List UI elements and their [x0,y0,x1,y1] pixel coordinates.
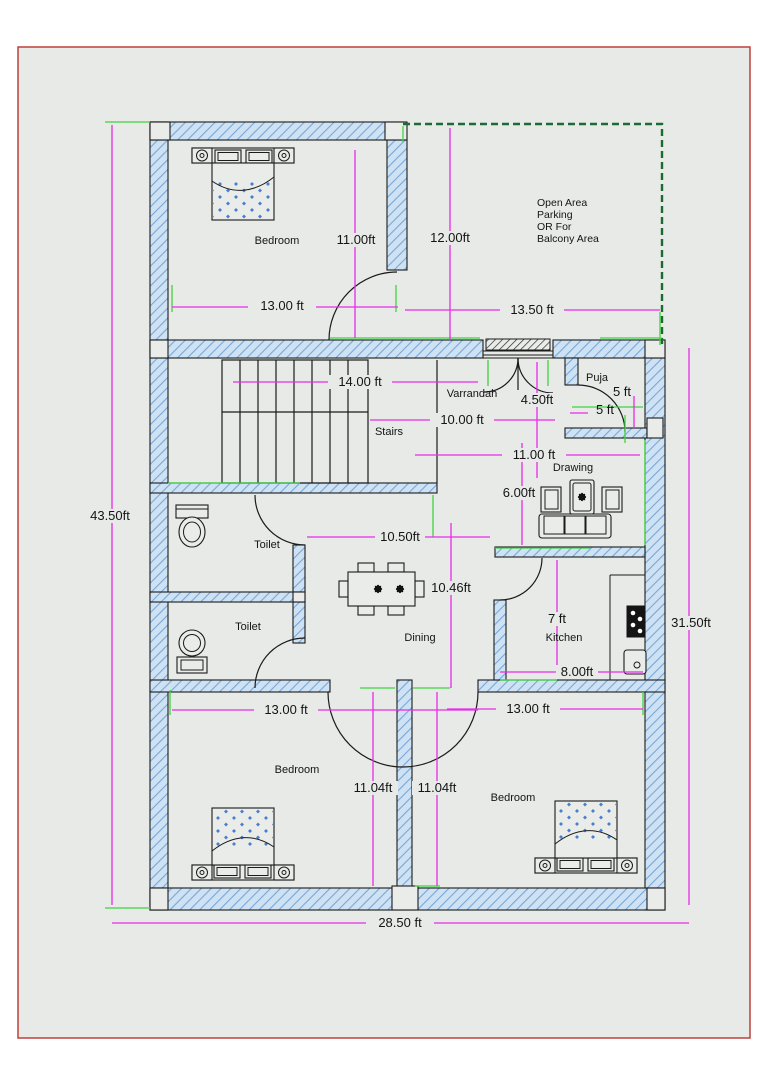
label-toilet-lower: Toilet [235,621,261,633]
sofa-set [538,479,623,539]
label-open-area-1: Open Area [537,197,587,209]
dim-kitchen-width: 8.00ft [561,664,594,679]
door-arc-bedroom-top [328,271,398,341]
stairs [221,359,438,484]
door-arc-kitchen [499,557,543,601]
open-area-boundary [403,122,664,344]
label-bedroom-bottom-right: Bedroom [491,792,536,804]
dim-overall-left: 43.50ft [90,508,130,523]
main-entrance [483,338,554,394]
dim-varrandah-width: 10.00 ft [440,412,484,427]
label-toilet-upper: Toilet [254,539,280,551]
stove-icon [626,605,646,638]
label-puja: Puja [586,372,609,384]
walls [149,121,666,911]
label-varrandah: Varrandah [447,388,498,400]
toilet-fixture-lower [176,629,208,674]
label-open-area-2: Parking [537,209,573,221]
dim-open-area-height: 12.00ft [430,230,470,245]
dim-bedroom-bl-width: 13.00 ft [264,702,308,717]
dim-kitchen-height: 7 ft [548,611,566,626]
dim-bedroom-top-width: 13.00 ft [260,298,304,313]
dim-bedroom-br-height: 11.04ft [418,780,457,795]
dim-open-area-width: 13.50 ft [510,302,554,317]
sink-icon [623,649,647,675]
dim-puja-side: 5 ft [613,384,631,399]
dim-puja-inner: 5 ft [596,402,614,417]
dim-overall-bottom: 28.50 ft [378,915,422,930]
wall-columns [149,121,666,911]
dim-varrandah-height: 4.50ft [521,392,554,407]
label-stairs: Stairs [375,426,404,438]
dim-drawing-width: 11.00 ft [513,447,556,462]
kitchen-counter [609,574,645,680]
label-kitchen: Kitchen [546,632,583,644]
label-open-area-4: Balcony Area [537,233,599,245]
label-dining: Dining [404,632,435,644]
label-bedroom-bottom-left: Bedroom [275,764,320,776]
dim-overall-right: 31.50ft [671,615,711,630]
dim-bedroom-top-height: 11.00ft [337,232,376,247]
dim-bedroom-br-width: 13.00 ft [506,701,550,716]
dim-dining-height: 10.46ft [431,580,471,595]
label-drawing: Drawing [553,462,593,474]
dining-set [338,562,425,616]
label-open-area-3: OR For [537,221,572,233]
dim-drawing-height: 6.00ft [503,485,536,500]
toilet-fixture-upper [175,504,209,548]
dim-stairs-width: 14.00 ft [338,374,382,389]
dim-bedroom-bl-height: 11.04ft [354,780,393,795]
dim-dining-width: 10.50ft [380,529,420,544]
door-arc-toilet-upper [254,494,306,546]
dim-text-backplates [85,231,716,930]
door-arc-toilet-lower [254,637,306,689]
door-arc-bedrooms-bottom [327,691,479,768]
door-arc-puja [577,384,626,433]
label-bedroom-top: Bedroom [255,235,300,247]
extension-lines [105,121,662,909]
